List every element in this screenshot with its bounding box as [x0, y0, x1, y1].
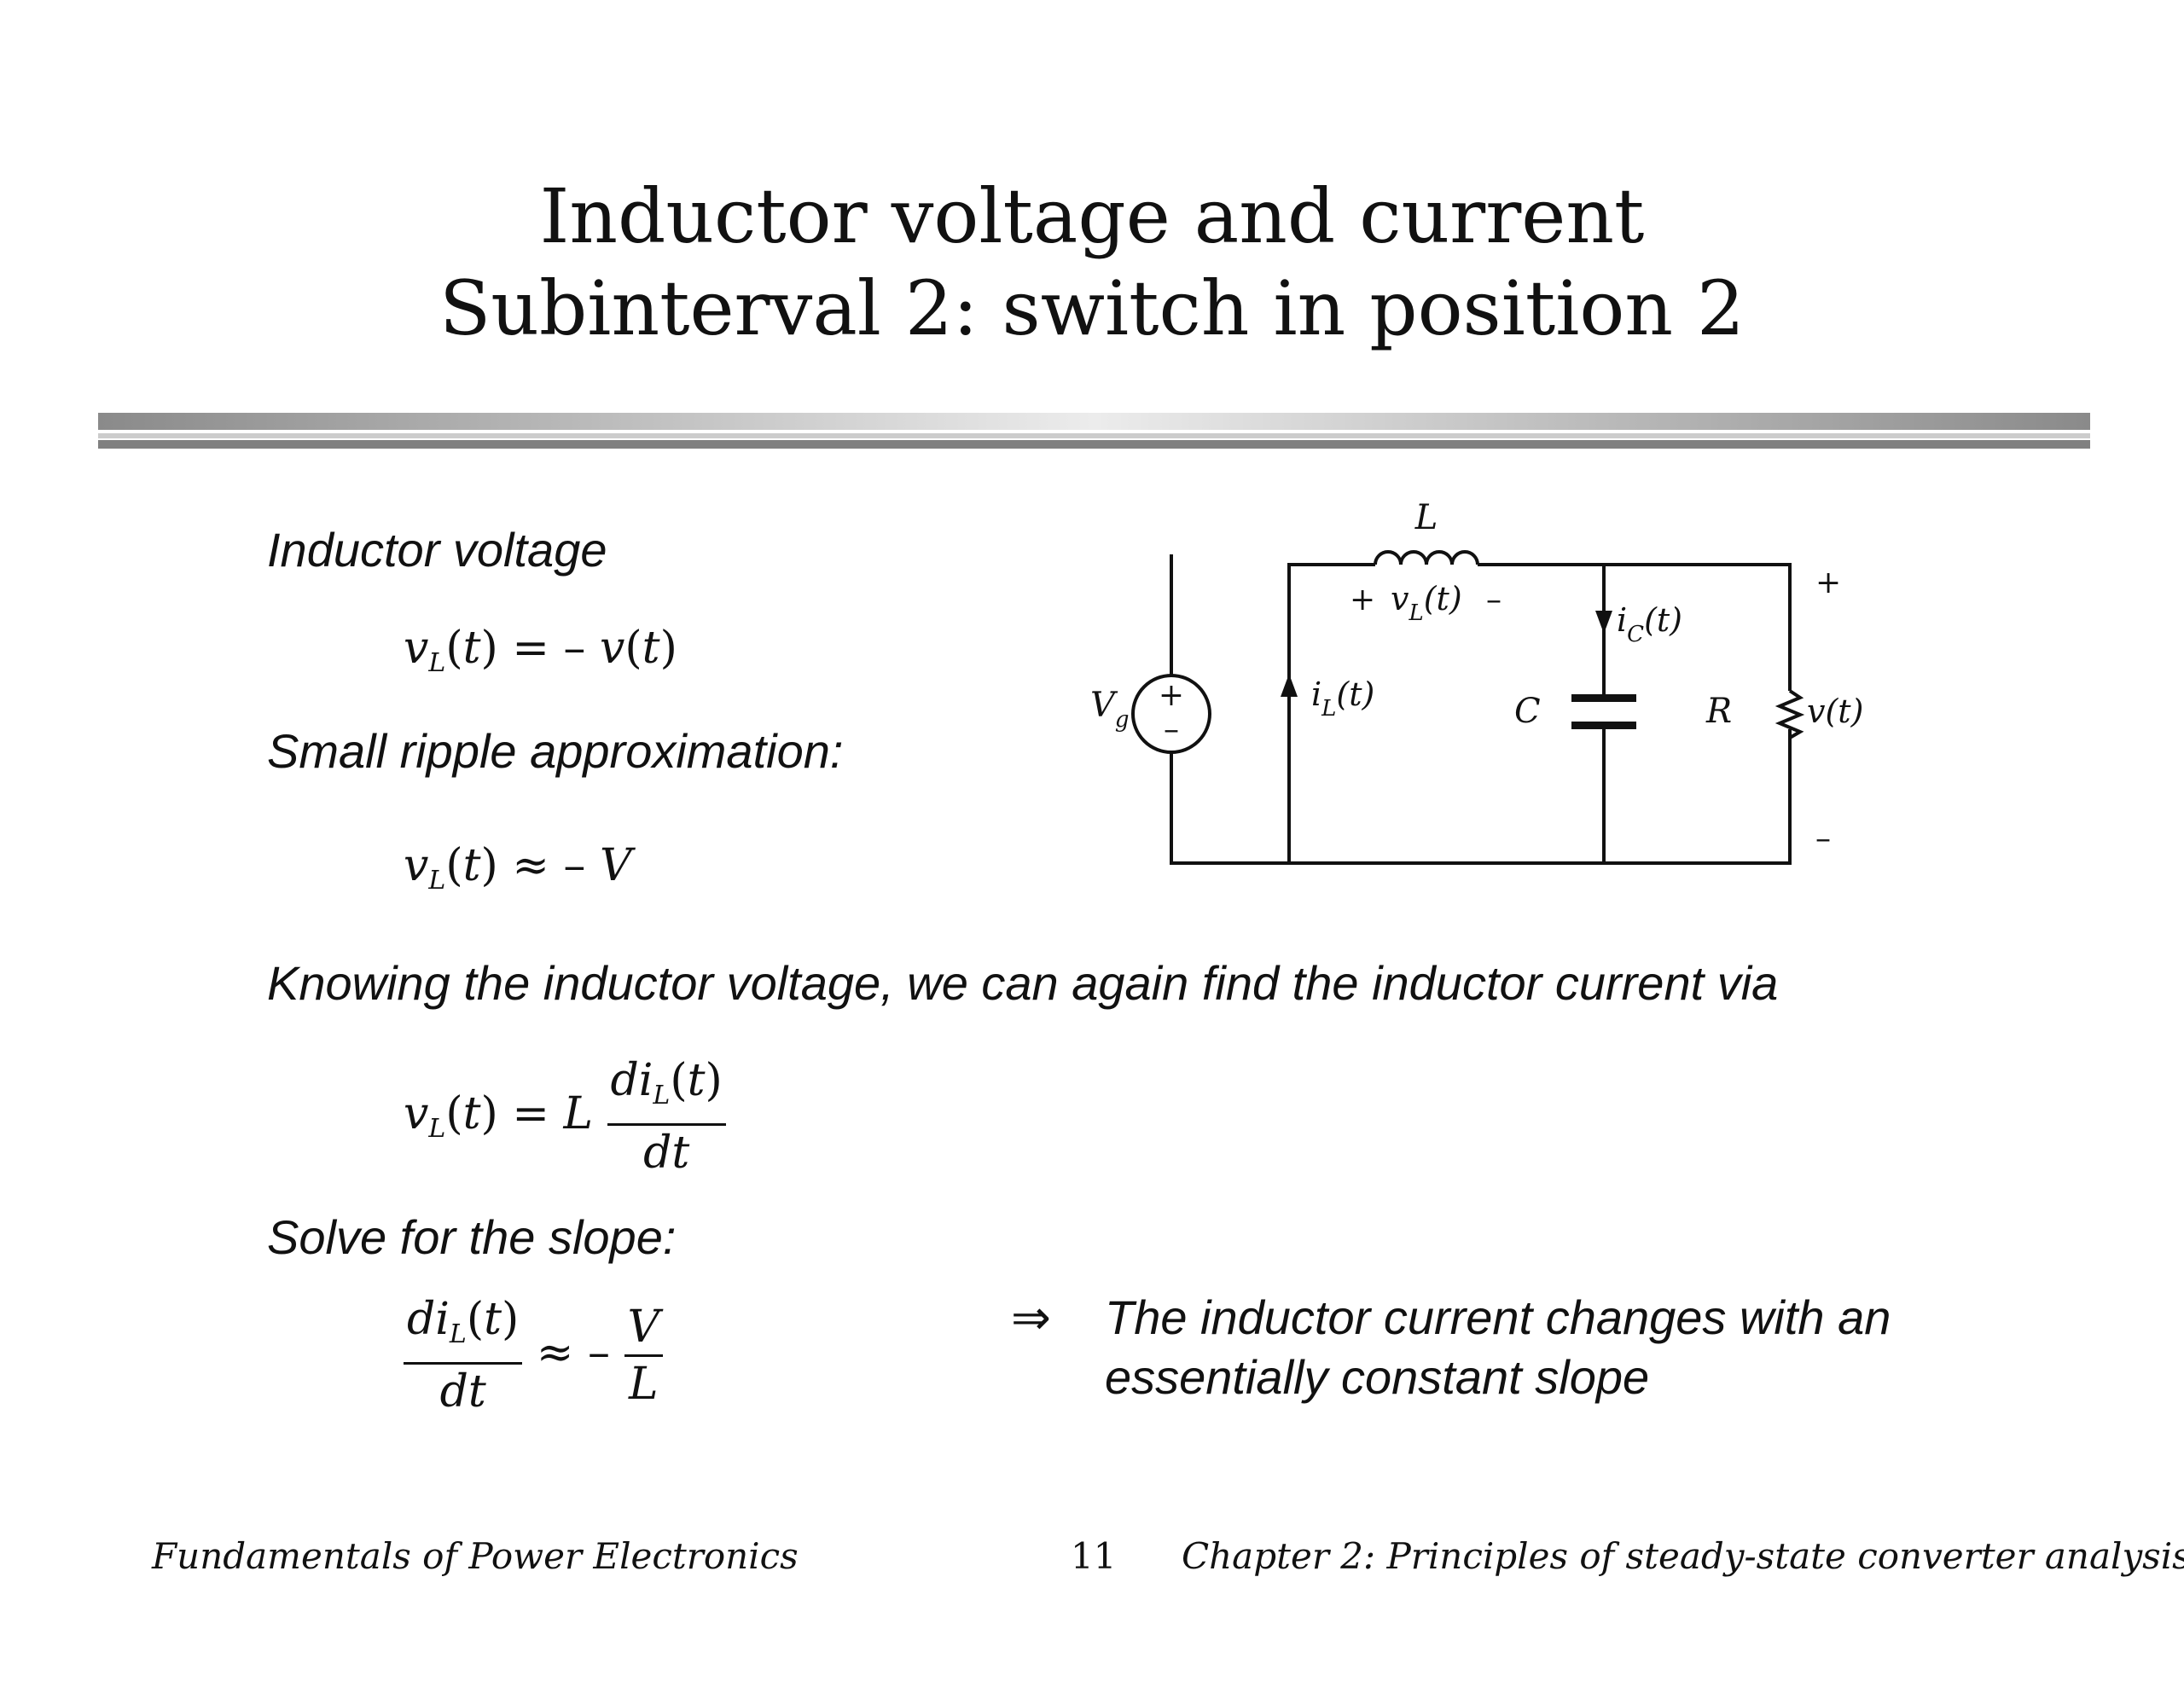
current-arrow-il-icon [1281, 674, 1298, 697]
fraction-diL-dt-2: diL(t)dt [404, 1292, 523, 1419]
heading-knowing: Knowing the inductor voltage, we can aga… [267, 956, 1779, 1010]
inductor-symbol [1374, 550, 1479, 565]
output-plus: + [1815, 565, 1841, 600]
source-minus: – [1164, 712, 1179, 747]
fraction-diL-dt: diL(t)dt [607, 1053, 726, 1180]
equation-vl-L-di-dt: vL(t) = L diL(t)dt [404, 1053, 726, 1180]
resistor-symbol [1774, 689, 1805, 739]
title-divider [98, 413, 2090, 449]
conclusion-line-1: The inductor current changes with an [1105, 1290, 1891, 1344]
footer-book-title: Fundamentals of Power Electronics [152, 1535, 799, 1577]
heading-inductor-voltage: Inductor voltage [267, 523, 607, 577]
capacitor-plate-bottom [1571, 722, 1636, 729]
voltage-source-symbol [1131, 674, 1211, 754]
current-arrow-ic-icon [1595, 611, 1612, 634]
capacitor-plate-top [1571, 694, 1636, 702]
label-ict: iC(t) [1617, 601, 1682, 647]
top-wire-right [1480, 563, 1792, 691]
label-C: C [1514, 692, 1541, 731]
equation-vl-approx-minus-V: vL(t) ≈ – V [404, 840, 632, 896]
source-wire-bottom [1170, 729, 1792, 865]
source-plus: + [1159, 678, 1184, 713]
equation-vl-equals-minus-v: vL(t) = – v(t) [404, 623, 677, 678]
label-L: L [1414, 498, 1438, 537]
implies-arrow-icon: ⇒ [1011, 1290, 1051, 1346]
label-vt: v(t) [1807, 693, 1863, 730]
page-title: Inductor voltage and current Subinterval… [0, 171, 2184, 355]
label-vlt: vL(t) [1391, 580, 1462, 626]
label-vl-minus: – [1486, 583, 1502, 617]
footer-chapter: Chapter 2: Principles of steady-state co… [1182, 1535, 2184, 1577]
label-vl-plus: + [1350, 583, 1375, 617]
heading-small-ripple: Small ripple approximation: [267, 724, 844, 778]
title-line-2: Subinterval 2: switch in position 2 [439, 264, 1745, 352]
top-wire-left [1287, 563, 1375, 863]
conclusion-line-2: essentially constant slope [1105, 1350, 1650, 1404]
buck-converter-circuit-diagram: + – Vg L + vL(t) – iC(t) iL(t) C R + v(t… [1090, 498, 1863, 865]
conclusion: ⇒ The inductor current changes with an ess… [1011, 1288, 1891, 1407]
title-line-1: Inductor voltage and current [539, 172, 1645, 260]
footer-page-number: 11 [1071, 1535, 1117, 1577]
label-Vg: Vg [1090, 686, 1130, 733]
heading-solve-slope: Solve for the slope: [267, 1210, 677, 1264]
label-ilt: iL(t) [1311, 675, 1374, 722]
label-R: R [1705, 692, 1732, 731]
output-minus: – [1815, 821, 1831, 856]
